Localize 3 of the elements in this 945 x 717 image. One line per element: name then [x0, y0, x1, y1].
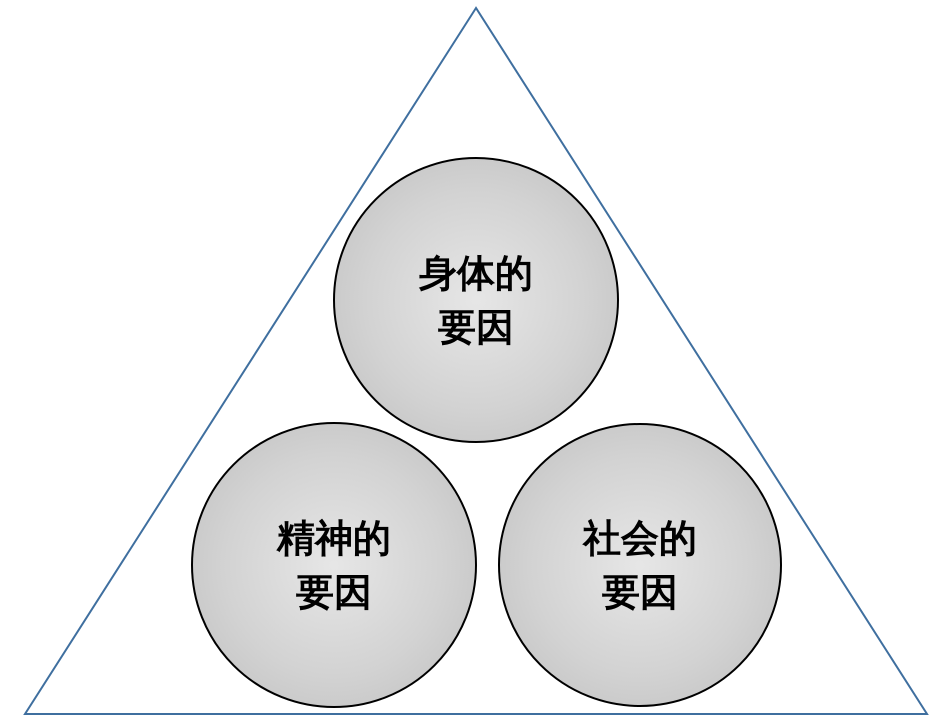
circle-label: 身体的要因: [418, 250, 534, 351]
circle-label: 社会的要因: [581, 515, 698, 616]
circle-label: 精神的要因: [275, 515, 392, 616]
